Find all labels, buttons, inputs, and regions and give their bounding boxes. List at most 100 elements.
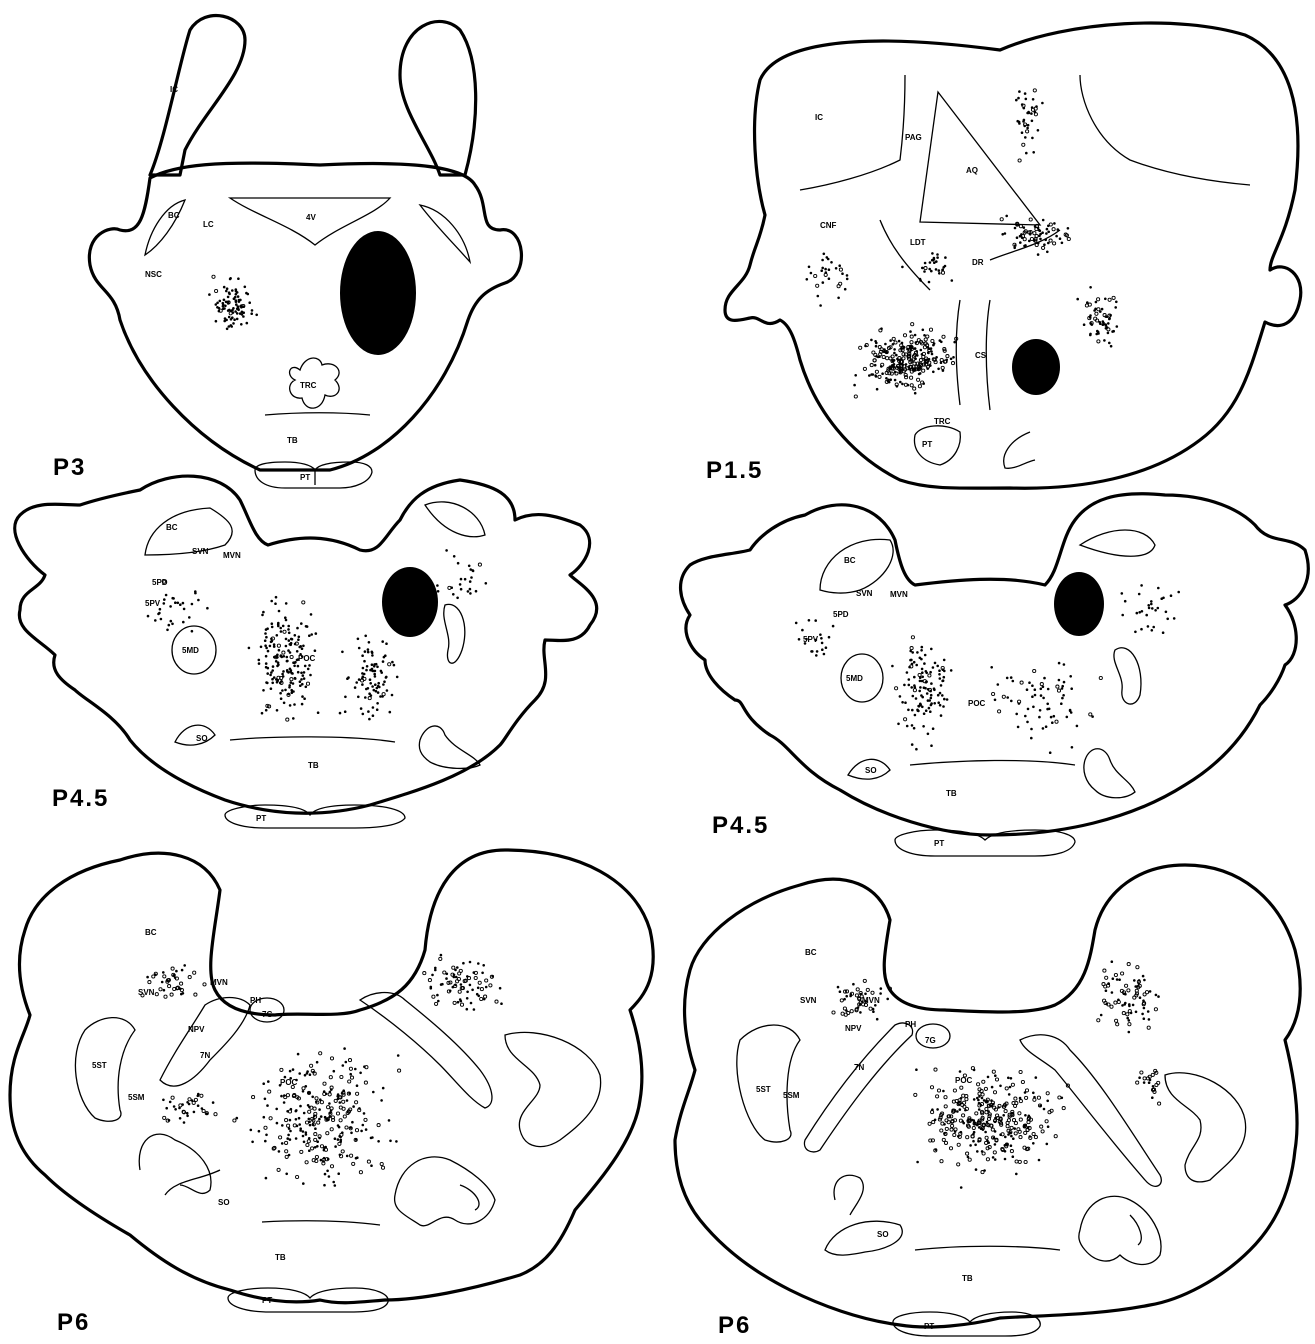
labeled-cell-dot <box>236 318 239 321</box>
labeled-cell-dot <box>314 649 317 652</box>
labeled-cell-dot <box>308 634 311 637</box>
labeled-cell-dot <box>931 353 934 356</box>
labeled-cell-dot <box>1062 1107 1065 1110</box>
labeled-cell-dot <box>310 613 313 616</box>
labeled-cell-dot <box>921 267 924 270</box>
labeled-cell-dot <box>1114 1001 1117 1004</box>
labeled-cell-dot <box>383 680 386 683</box>
labeled-cell-dot <box>919 657 922 660</box>
lesion-p1-5 <box>1012 339 1060 395</box>
labeled-cell-dot <box>309 1124 312 1127</box>
labeled-cell-dot <box>925 672 928 675</box>
labeled-cell-dot <box>317 711 320 714</box>
labeled-cell-dot <box>880 987 883 990</box>
labeled-cell-dot <box>1105 327 1108 330</box>
labeled-cell-dot <box>1108 342 1111 345</box>
labeled-cell-dot <box>296 650 299 653</box>
labeled-cell-dot <box>453 974 456 977</box>
labeled-cell-dot <box>264 1126 267 1129</box>
labeled-cell-dot <box>262 689 265 692</box>
labeled-cell-dot <box>924 262 927 265</box>
labeled-cell-dot <box>309 1073 312 1076</box>
labeled-cell-dot <box>188 976 191 979</box>
labeled-cell-dot <box>247 293 250 296</box>
labeled-cell-dot <box>1010 1077 1013 1080</box>
labeled-cell-dot <box>997 683 1000 686</box>
labeled-cell-dot <box>920 694 923 697</box>
labeled-cell-dot <box>1102 320 1105 323</box>
labeled-cell-dot <box>960 1186 963 1189</box>
labeled-cell-dot <box>1032 151 1035 154</box>
labeled-cell-dot <box>828 268 831 271</box>
label-pt-p6-right: PT <box>924 1322 934 1331</box>
labeled-cell-dot <box>294 634 297 637</box>
labeled-cell-dot <box>944 1096 947 1099</box>
labeled-cell-dot <box>1050 716 1053 719</box>
labeled-cell-dot <box>271 640 274 643</box>
labeled-cell-dot <box>282 651 285 654</box>
labeled-cell-dot <box>914 368 917 371</box>
labeled-cell-dot <box>478 563 481 566</box>
labeled-cell-dot <box>457 977 460 980</box>
labeled-cell-dot <box>1135 1011 1138 1014</box>
labeled-cell-dot <box>1103 969 1106 972</box>
label-5pv-p4-5-left: 5PV <box>145 599 161 608</box>
labeled-cell-dot <box>300 622 303 625</box>
labeled-cell-dot <box>162 971 165 974</box>
labeled-cell-dot <box>160 618 163 621</box>
labeled-cell-dot <box>1143 1007 1146 1010</box>
labeled-cell-dot <box>957 1163 960 1166</box>
labeled-cell-dot <box>935 1148 938 1151</box>
labeled-cell-dot <box>1101 308 1104 311</box>
labeled-cell-dot <box>1026 721 1029 724</box>
labeled-cell-dot <box>1157 607 1160 610</box>
labeled-cell-dot <box>307 668 310 671</box>
labeled-cell-dot <box>363 660 366 663</box>
labeled-cell-dot <box>278 1150 281 1153</box>
labeled-cell-dot <box>1097 331 1100 334</box>
labeled-cell-dot <box>928 674 931 677</box>
labeled-cell-dot <box>973 1098 976 1101</box>
labeled-cell-dot <box>320 1145 323 1148</box>
labeled-cell-dot <box>466 991 469 994</box>
labeled-cell-dot <box>1026 130 1029 133</box>
labeled-cell-dot <box>1024 1160 1027 1163</box>
labeled-cell-dot <box>1012 1137 1015 1140</box>
labeled-cell-dot <box>1002 695 1005 698</box>
labeled-cell-dot <box>1039 1105 1042 1108</box>
labeled-cell-dot <box>464 578 467 581</box>
labeled-cell-dot <box>369 678 372 681</box>
labeled-cell-dot <box>155 993 158 996</box>
labeled-cell-dot <box>905 363 908 366</box>
labeled-cell-dot <box>258 659 261 662</box>
labeled-cell-dot <box>351 1121 354 1124</box>
labeled-cell-dot <box>1177 591 1180 594</box>
labeled-cell-dot <box>1070 711 1073 714</box>
labeled-cell-dot <box>364 1118 367 1121</box>
labeled-cell-dot <box>285 619 288 622</box>
ic-boundary-right-p1-5 <box>1080 75 1250 185</box>
labeled-cell-dot <box>1114 973 1117 976</box>
smd-outline-right-p4-5-right <box>1114 648 1141 704</box>
labeled-cell-dot <box>344 696 347 699</box>
labeled-cell-dot <box>237 277 240 280</box>
labeled-cell-dot <box>914 714 917 717</box>
labeled-cell-dot <box>364 1081 367 1084</box>
labeled-cell-dot <box>441 983 444 986</box>
labeled-cell-dot <box>936 1095 939 1098</box>
labeled-cell-dot <box>1116 978 1119 981</box>
label-5st-p6-right: 5ST <box>756 1085 771 1094</box>
labeled-cell-dot <box>930 350 933 353</box>
labeled-cell-dot <box>1033 1098 1036 1101</box>
pag-boundary-p1-5 <box>880 220 1060 290</box>
labeled-cell-dot <box>941 366 944 369</box>
label-5md-p4-5-right: 5MD <box>846 674 863 683</box>
labeled-cell-dot <box>495 1000 498 1003</box>
labeled-cell-dot <box>328 1093 331 1096</box>
labeled-cell-dot <box>397 1054 400 1057</box>
labeled-cell-dot <box>380 671 383 674</box>
labeled-cell-dot <box>900 347 903 350</box>
labeled-cell-dot <box>917 705 920 708</box>
labeled-cell-dot <box>1105 1003 1108 1006</box>
labeled-cell-dot <box>910 345 913 348</box>
